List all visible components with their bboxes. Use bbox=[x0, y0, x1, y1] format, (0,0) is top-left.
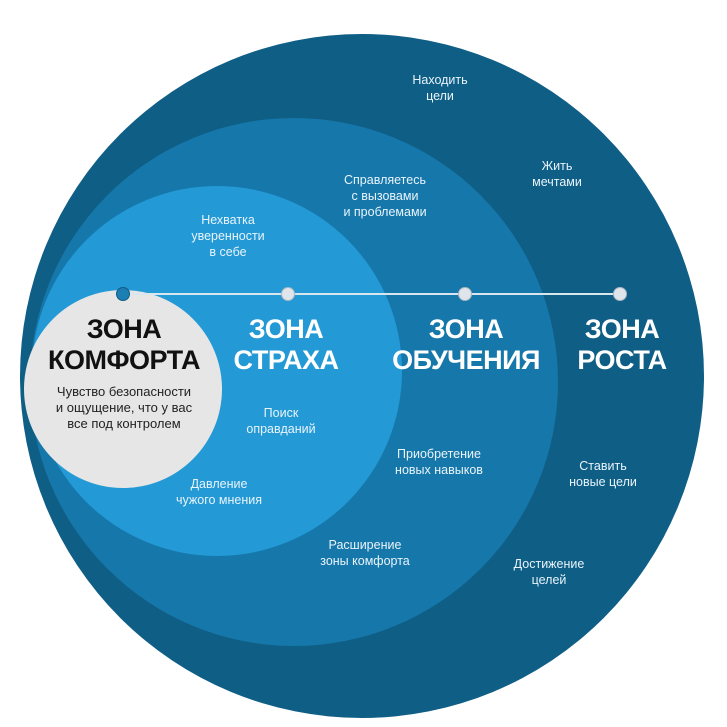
learning-zone-item: Расширение зоны комфорта bbox=[320, 538, 410, 568]
comfort-zone-marker bbox=[116, 287, 130, 301]
fear-zone-item: Поиск оправданий bbox=[246, 406, 316, 436]
fear-zone-title: ЗОНА СТРАХА bbox=[233, 314, 339, 375]
fear-zone-item: Давление чужого мнения bbox=[175, 477, 263, 507]
comfort-zone-title: ЗОНА КОМФОРТА bbox=[48, 314, 200, 375]
comfort-zone-circle bbox=[24, 290, 222, 488]
comfort-zone-description: Чувство безопасности и ощущение, что у в… bbox=[55, 384, 193, 431]
zone-connector-line bbox=[123, 293, 620, 295]
growth-zone-title: ЗОНА РОСТА bbox=[577, 314, 667, 375]
learning-zone-item: Приобретение новых навыков bbox=[395, 447, 483, 477]
learning-zone-item: Справляетесь с вызовами и проблемами bbox=[343, 173, 427, 219]
fear-zone-item: Нехватка уверенности в себе bbox=[191, 213, 265, 259]
growth-zone-item: Находить цели bbox=[412, 73, 468, 103]
learning-zone-marker bbox=[458, 287, 472, 301]
growth-zone-marker bbox=[613, 287, 627, 301]
growth-zone-item: Жить мечтами bbox=[532, 159, 582, 189]
growth-zone-item: Ставить новые цели bbox=[569, 459, 637, 489]
learning-zone-title: ЗОНА ОБУЧЕНИЯ bbox=[392, 314, 540, 375]
fear-zone-marker bbox=[281, 287, 295, 301]
growth-zone-item: Достижение целей bbox=[513, 557, 585, 587]
